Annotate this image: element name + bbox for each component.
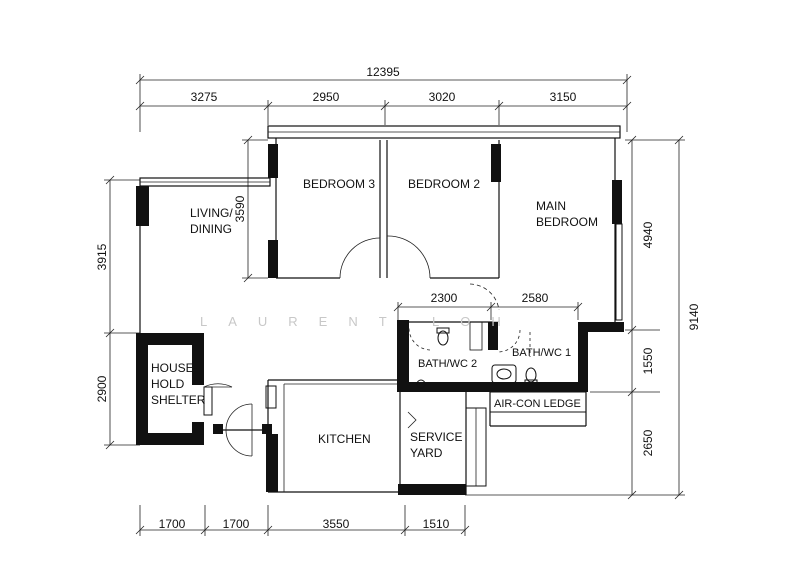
label-bath-1: BATH/WC 1 [512,347,571,359]
dim-inner-2580: 2580 [522,291,549,305]
dim-left-3915: 3915 [95,243,109,270]
dim-top-2: 2950 [313,90,340,104]
label-living-1: LIVING/ [190,206,233,220]
dim-top-3: 3020 [429,90,456,104]
label-living-2: DINING [190,222,232,236]
dim-right-4940: 4940 [641,221,655,248]
label-main-bedroom-1: MAIN [536,199,566,213]
dim-bottom-1: 1700 [159,517,186,531]
label-aircon-ledge: AIR-CON LEDGE [494,398,581,410]
label-service-1: SERVICE [410,430,462,444]
label-bath-2: BATH/WC 2 [418,358,477,370]
dim-top-1: 3275 [191,90,218,104]
dim-right-2650: 2650 [641,429,655,456]
dim-living-3590: 3590 [233,195,247,222]
label-shelter-2: HOLD [151,377,185,391]
label-shelter-3: SHELTER [151,393,206,407]
label-kitchen: KITCHEN [318,432,371,446]
dim-inner-2300: 2300 [431,291,458,305]
label-shelter-1: HOUSE- [151,361,198,375]
label-bedroom-2: BEDROOM 2 [408,177,480,191]
dim-bottom-4: 1510 [423,517,450,531]
dim-left-2900: 2900 [95,375,109,402]
dimension-lines [104,74,685,536]
dim-top-total: 12395 [366,65,400,79]
dim-right-1550: 1550 [641,347,655,374]
label-service-2: YARD [410,446,443,460]
dim-bottom-2: 1700 [223,517,250,531]
dim-top-4: 3150 [550,90,577,104]
dimension-labels: 12395 3275 2950 3020 3150 2300 2580 1700… [95,65,701,531]
label-bedroom-3: BEDROOM 3 [303,177,375,191]
room-labels: BEDROOM 3 BEDROOM 2 MAIN BEDROOM LIVING/… [151,177,598,460]
label-main-bedroom-2: BEDROOM [536,215,598,229]
watermark: LAURENT LOH [200,314,522,329]
walls [136,125,624,495]
dim-bottom-3: 3550 [323,517,350,531]
dim-right-total: 9140 [687,303,701,330]
